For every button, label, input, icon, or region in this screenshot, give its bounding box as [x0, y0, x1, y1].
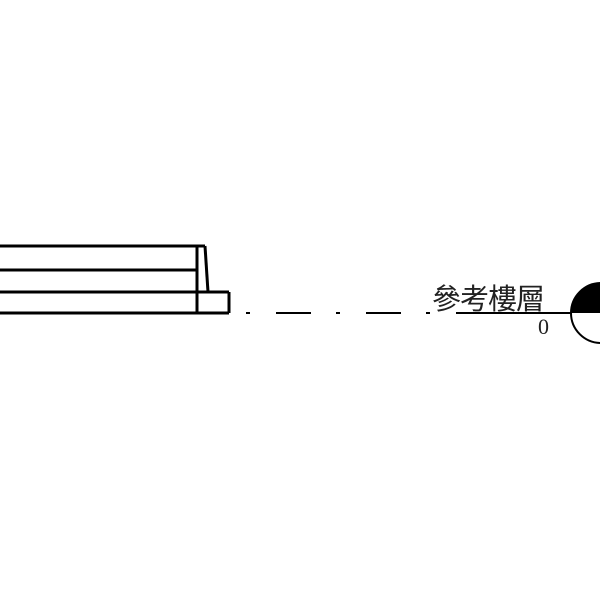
stair-elevation [0, 244, 231, 315]
slanted-edge [203, 245, 210, 293]
level-name-label[interactable]: 參考樓層 [432, 282, 545, 316]
level-head-symbol-icon[interactable] [570, 282, 600, 344]
level-elevation-label[interactable]: 0 [538, 314, 549, 339]
